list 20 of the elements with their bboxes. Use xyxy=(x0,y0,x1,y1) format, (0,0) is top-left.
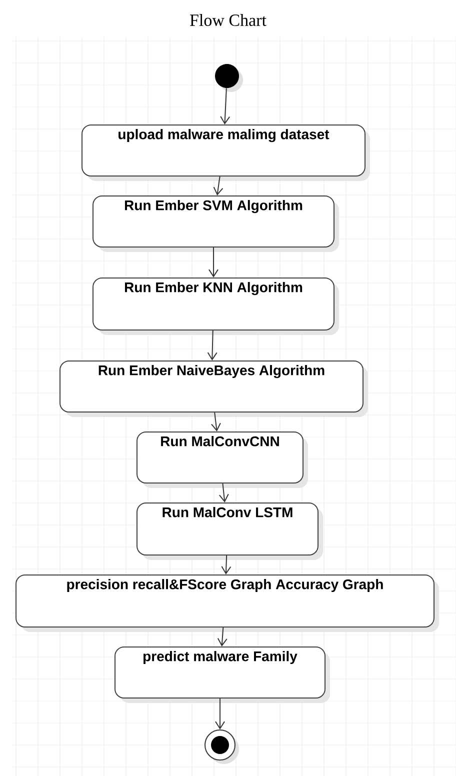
final-node xyxy=(204,730,239,764)
title: Flow Chart xyxy=(190,14,266,26)
arrow xyxy=(210,412,221,432)
action-box: Run Ember NaiveBayes Algorithm xyxy=(60,360,368,417)
action-box: Run Ember SVM Algorithm xyxy=(92,196,339,252)
arrow xyxy=(208,247,218,278)
arrow xyxy=(215,698,225,730)
action-box: Run Ember KNN Algorithm xyxy=(92,278,339,335)
arrow xyxy=(207,330,218,360)
arrow xyxy=(221,555,232,574)
action-box: Run MalConv LSTM xyxy=(136,502,323,560)
action-box: predict malware Family xyxy=(114,646,330,703)
initial-node xyxy=(215,64,243,92)
action-box: Run MalConvCNN xyxy=(136,432,308,488)
arrow xyxy=(220,88,230,124)
arrow xyxy=(217,627,228,646)
action-box: precision recall&FScore Graph Accuracy Graph xyxy=(16,574,439,632)
action-box: upload malware malimg dataset xyxy=(82,124,370,181)
arrow xyxy=(213,176,224,196)
arrow xyxy=(218,483,229,502)
